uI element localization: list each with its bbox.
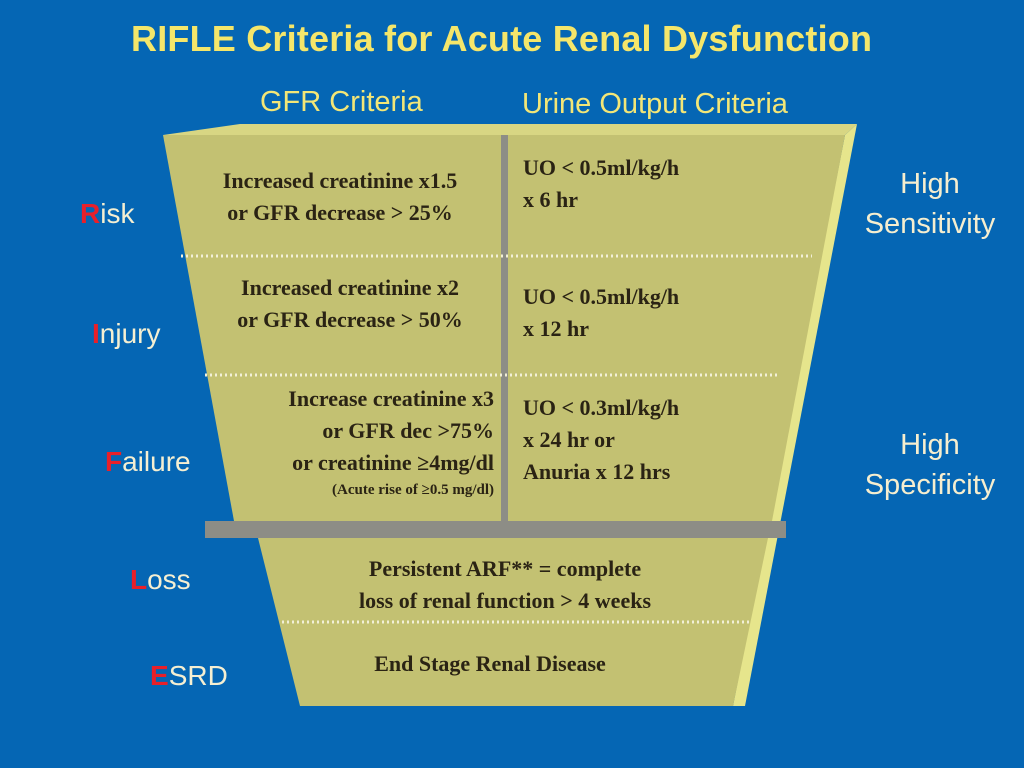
- column-divider: [501, 135, 508, 521]
- stage-rest: SRD: [168, 660, 228, 691]
- loss-line-1: Persistent ARF** = complete: [368, 556, 642, 581]
- uo-failure-line-3: Anuria x 12 hrs: [523, 459, 671, 484]
- uo-injury-line-2: x 12 hr: [523, 316, 589, 341]
- stage-rest: isk: [100, 198, 135, 229]
- stage-label-loss: Loss: [130, 564, 191, 596]
- uo-risk-line-2: x 6 hr: [523, 187, 578, 212]
- gfr-failure-note: (Acute rise of ≥0.5 mg/dl): [332, 482, 494, 498]
- specificity-line-1: High: [900, 429, 960, 461]
- urine-output-criteria-header: Urine Output Criteria: [522, 88, 788, 120]
- gfr-risk-line-2: or GFR decrease > 25%: [227, 200, 453, 225]
- sensitivity-line-1: High: [900, 168, 960, 200]
- gfr-failure-line-1: Increase creatinine x3: [288, 386, 494, 411]
- loss-line-2: loss of renal function > 4 weeks: [358, 588, 652, 613]
- funnel-top-edge: [163, 124, 857, 135]
- gfr-criteria-header: GFR Criteria: [260, 86, 423, 118]
- stage-label-risk: Risk: [80, 198, 134, 230]
- uo-risk-line-1: UO < 0.5ml/kg/h: [523, 155, 680, 180]
- gfr-risk-cell: Increased creatinine x1.5 or GFR decreas…: [180, 165, 500, 229]
- stage-initial: R: [80, 198, 101, 229]
- gfr-failure-line-2: or GFR dec >75%: [322, 418, 494, 443]
- stage-label-injury: Injury: [92, 318, 160, 350]
- esrd-cell: End Stage Renal Disease: [374, 651, 606, 676]
- uo-injury-cell: UO < 0.5ml/kg/h x 12 hr: [523, 281, 783, 345]
- stage-rest: oss: [147, 564, 191, 595]
- uo-injury-line-1: UO < 0.5ml/kg/h: [523, 284, 680, 309]
- specificity-line-2: Specificity: [864, 469, 996, 501]
- stage-initial: I: [92, 318, 100, 349]
- stage-label-esrd: ESRD: [150, 660, 228, 692]
- stage-rest: ailure: [122, 446, 191, 477]
- gfr-risk-line-1: Increased creatinine x1.5: [222, 168, 458, 193]
- uo-failure-line-2: x 24 hr or: [523, 427, 615, 452]
- gfr-injury-line-1: Increased creatinine x2: [241, 275, 459, 300]
- uo-failure-cell: UO < 0.3ml/kg/h x 24 hr or Anuria x 12 h…: [523, 392, 763, 488]
- stage-rest: njury: [99, 318, 161, 349]
- gfr-failure-line-3: or creatinine ≥4mg/dl: [292, 450, 494, 475]
- uo-risk-cell: UO < 0.5ml/kg/h x 6 hr: [523, 152, 783, 216]
- high-specificity-label: High Specificity: [845, 425, 1015, 505]
- sensitivity-line-2: Sensitivity: [864, 208, 996, 240]
- high-sensitivity-label: High Sensitivity: [845, 164, 1015, 244]
- reversibility-bar: [205, 521, 786, 538]
- stage-initial: E: [150, 660, 169, 691]
- page-title: RIFLE Criteria for Acute Renal Dysfuncti…: [131, 18, 873, 59]
- stage-label-failure: Failure: [105, 446, 191, 478]
- stage-initial: L: [130, 564, 148, 595]
- uo-failure-line-1: UO < 0.3ml/kg/h: [523, 395, 680, 420]
- stage-initial: F: [105, 446, 123, 477]
- gfr-injury-line-2: or GFR decrease > 50%: [237, 307, 463, 332]
- gfr-injury-cell: Increased creatinine x2 or GFR decrease …: [200, 272, 500, 336]
- loss-cell: Persistent ARF** = complete loss of rena…: [260, 553, 750, 617]
- funnel-side-edge: [733, 124, 857, 706]
- gfr-failure-cell: Increase creatinine x3 or GFR dec >75% o…: [222, 383, 494, 501]
